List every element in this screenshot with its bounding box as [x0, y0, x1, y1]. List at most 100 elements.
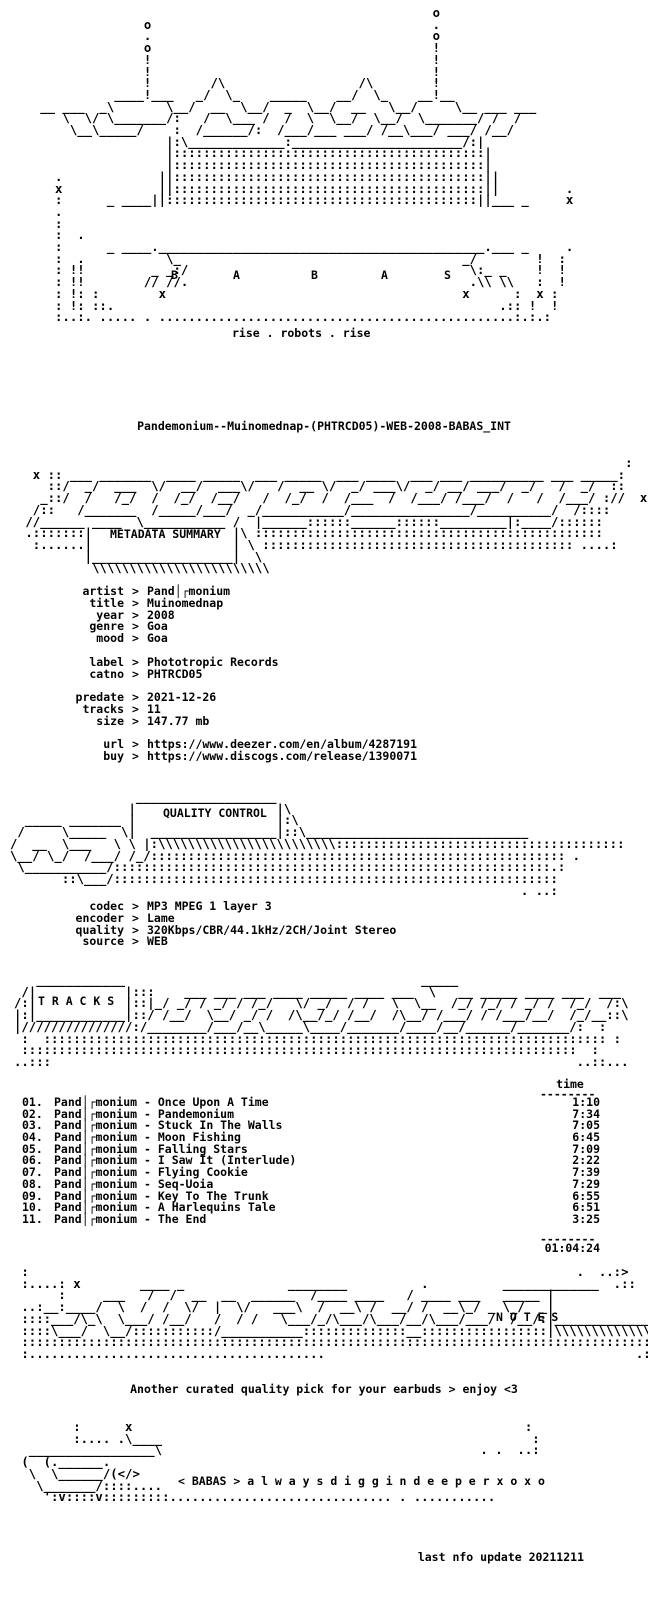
quality-list: codec>MP3 MPEG 1 layer 3 encoder>Lame qu…	[60, 899, 397, 948]
meta-key: year	[96, 607, 124, 622]
header-letter: B	[171, 268, 178, 282]
meta-value: 2021-12-26	[147, 690, 217, 705]
meta-value: https://www.deezer.com/en/album/4287191	[147, 737, 418, 752]
quality-value: MP3 MPEG 1 layer 3	[147, 899, 272, 913]
track-row: 10. Pand│┌monium - A Harlequins Tale 6:51	[22, 1200, 600, 1215]
meta-value: PHTRCD05	[147, 666, 203, 681]
quality-source: source>WEB	[60, 936, 396, 948]
track-name: Pand│┌monium - The End	[54, 1211, 207, 1226]
track-name: Pand│┌monium - A Harlequins Tale	[54, 1200, 276, 1215]
track-name: Pand│┌monium - Moon Fishing	[54, 1130, 241, 1145]
meta-mood: mood>Goa	[60, 631, 417, 646]
meta-value: Pand│┌monium	[147, 584, 231, 598]
meta-value: 11	[147, 701, 161, 716]
track-name: Pand│┌monium - Stuck In The Walls	[54, 1118, 283, 1133]
track-name: Pand│┌monium - Flying Cookie	[54, 1165, 248, 1180]
release-name: Pandemonium--Muinomednap-(PHTRCD05)-WEB-…	[137, 419, 511, 433]
meta-value: Phototropic Records	[147, 654, 279, 669]
track-time: 7:34	[572, 1106, 600, 1121]
header-letter: A	[233, 268, 240, 282]
quality-value: 320Kbps/CBR/44.1kHz/2CH/Joint Stereo	[147, 922, 397, 937]
track-row: 07. Pand│┌monium - Flying Cookie 7:39	[22, 1165, 600, 1180]
meta-tracks: tracks>11	[60, 701, 417, 716]
footer-update: last nfo update 20211211	[417, 1550, 584, 1564]
meta-value: Goa	[147, 631, 168, 646]
quality-encoder: encoder>Lame	[60, 910, 396, 925]
meta-key: size	[96, 713, 124, 728]
footer-art: : x : :.... .\____ : _________________\ …	[21, 1420, 540, 1505]
tracklist-rule-top: --------	[540, 1087, 596, 1101]
track-number: 10.	[22, 1200, 43, 1215]
quality-key: source	[82, 934, 124, 949]
quality-banner-art: ___________________ | |\ _____ _______ |…	[10, 790, 625, 898]
meta-key: mood	[96, 631, 124, 646]
track-number: 02.	[22, 1106, 43, 1121]
track-number: 11.	[22, 1211, 43, 1226]
quality-key: codec	[89, 899, 124, 913]
meta-value: Goa	[147, 619, 168, 634]
track-row: 02. Pand│┌monium - Pandemonium 7:34	[22, 1106, 600, 1121]
meta-title: title>Muinomednap	[60, 595, 417, 610]
track-row: 04. Pand│┌monium - Moon Fishing 6:45	[22, 1130, 600, 1145]
track-number: 05.	[22, 1141, 43, 1156]
quality-value: WEB	[147, 934, 168, 949]
meta-predate: predate>2021-12-26	[60, 690, 417, 705]
meta-genre: genre>Goa	[60, 621, 417, 633]
tracklist-rule-bottom: --------	[540, 1232, 596, 1246]
meta-artist: artist>Pand│┌monium	[60, 584, 417, 598]
meta-key: artist	[82, 584, 124, 598]
track-row: 06. Pand│┌monium - I Saw It (Interlude) 2:…	[22, 1155, 600, 1167]
header-letter: B	[311, 268, 318, 282]
meta-size: size>147.77 mb	[60, 713, 417, 728]
notes-text: Another curated quality pick for your ea…	[130, 1382, 518, 1396]
header-tagline: rise . robots . rise	[232, 326, 371, 340]
meta-url: url>https://www.deezer.com/en/album/4287…	[60, 739, 417, 751]
track-number: 01.	[22, 1095, 43, 1109]
tracks-banner-art: ____________ _____ /| |::: ___ ___ ___ _…	[14, 973, 629, 1069]
meta-year: year>2008	[60, 607, 417, 622]
meta-key: title	[89, 595, 124, 610]
meta-key: label	[89, 654, 124, 669]
meta-key: predate	[75, 690, 124, 705]
track-number: 07.	[22, 1165, 43, 1180]
track-time: 7:05	[572, 1118, 600, 1133]
meta-buy: buy>https://www.discogs.com/release/1390…	[60, 749, 418, 764]
quality-key: encoder	[75, 910, 124, 925]
notes-banner-art: : . ..:> :....: x ____ _ ________ . ____…	[21, 1265, 648, 1361]
track-number: 09.	[22, 1188, 43, 1203]
footer-slogan: < BABAS > a l w a y s d i g g i n d e e …	[178, 1474, 545, 1488]
track-time: 6:45	[572, 1130, 600, 1145]
track-time: 7:09	[572, 1141, 600, 1156]
track-name: Pand│┌monium - I Saw It (Interlude)	[54, 1153, 297, 1168]
meta-catno: catno>PHTRCD05	[60, 666, 417, 681]
tracklist-total-time: 01:04:24	[544, 1241, 600, 1255]
track-number: 03.	[22, 1118, 43, 1133]
track-time: 6:51	[572, 1200, 600, 1215]
track-number: 04.	[22, 1130, 43, 1145]
tracks-title: T R A C K S	[38, 994, 115, 1008]
track-row: 03. Pand│┌monium - Stuck In The Walls 7:05	[22, 1120, 600, 1132]
track-name: Pand│┌monium - Once Upon A Time	[54, 1095, 269, 1109]
track-time: 7:39	[572, 1165, 600, 1180]
meta-key: catno	[89, 666, 124, 681]
meta-label: label>Phototropic Records	[60, 654, 417, 669]
track-number: 06.	[22, 1153, 43, 1168]
meta-value: https://www.discogs.com/release/1390071	[147, 749, 418, 764]
track-time: 1:10	[572, 1095, 600, 1109]
notes-title: N O T E S	[496, 1310, 559, 1324]
meta-key: buy	[103, 749, 124, 764]
header-logo-art: o o . . o o ! !	[40, 6, 574, 325]
track-name: Pand│┌monium - Pandemonium	[54, 1106, 235, 1121]
header-letter: A	[381, 268, 388, 282]
track-row: 01. Pand│┌monium - Once Upon A Time 1:10	[22, 1095, 600, 1109]
tracklist-time-header: time	[556, 1077, 584, 1091]
meta-value: Muinomednap	[147, 595, 224, 610]
quality-key: quality	[75, 922, 124, 937]
metadata-title: METADATA SUMMARY	[110, 527, 221, 541]
track-time: 2:22	[572, 1153, 600, 1168]
